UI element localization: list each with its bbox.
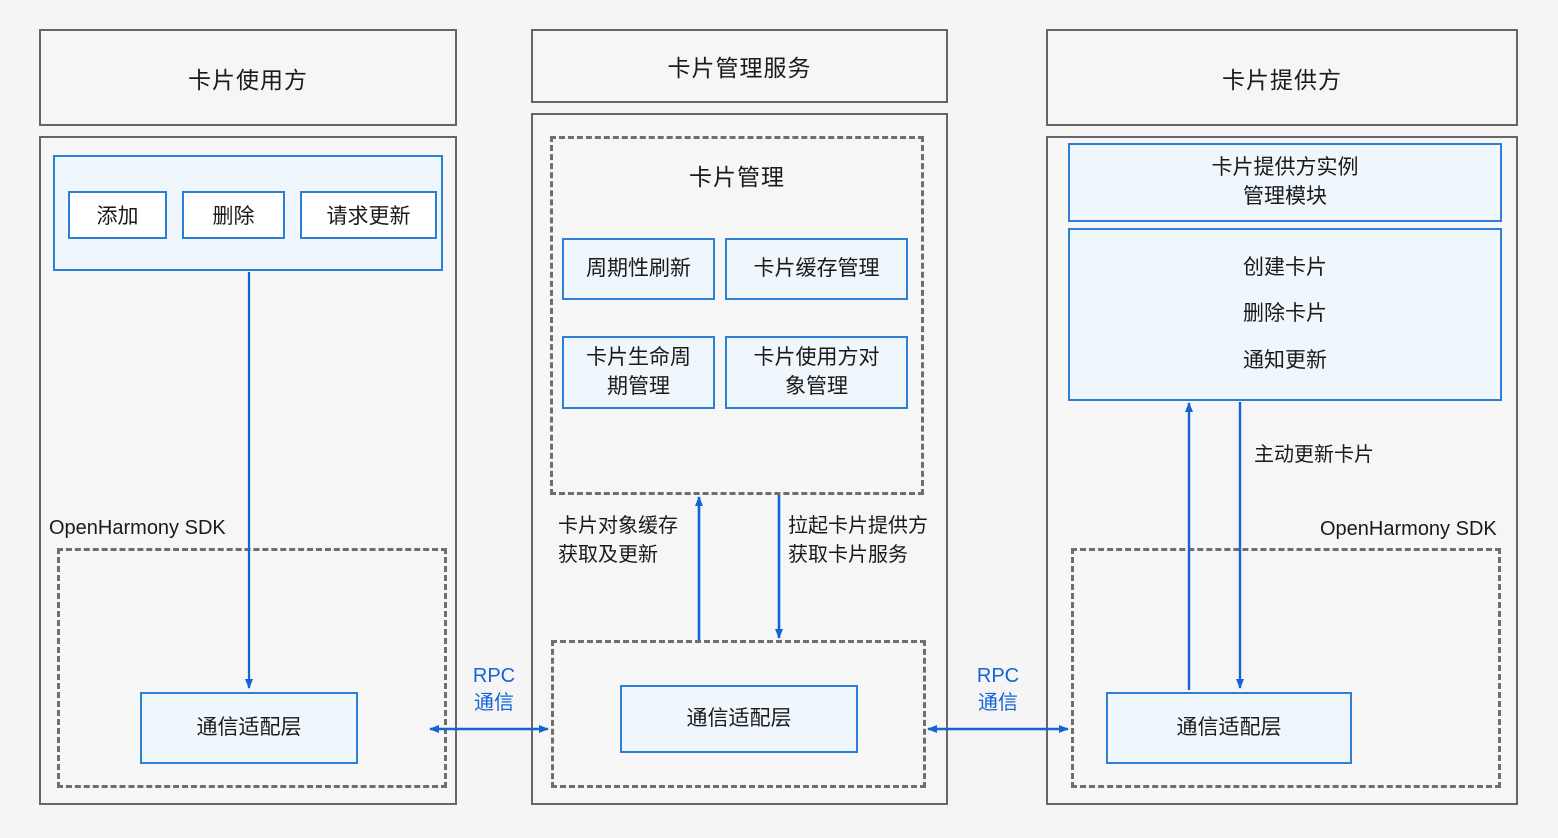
edge-label-active-update: 主动更新卡片 (1254, 444, 1374, 466)
cache-flow-line2: 获取及更新 (558, 544, 658, 566)
rpc-left-line2: 通信 (474, 692, 514, 714)
module-card-user-object-management: 卡片使用方对象管理 (725, 336, 908, 409)
cache-flow-line1: 卡片对象缓存 (558, 515, 678, 537)
provider-op-notify-update: 通知更新 (1243, 348, 1327, 372)
provider-flow-line1: 拉起卡片提供方 (788, 515, 928, 537)
manager-adapter-box: 通信适配层 (620, 685, 858, 753)
panel-card-user-title: 卡片使用方 (188, 66, 308, 93)
card-user-sdk-region (57, 548, 447, 788)
provider-instance-module-line2: 管理模块 (1243, 184, 1327, 208)
provider-instance-module-box: 卡片提供方实例 管理模块 (1068, 143, 1502, 222)
rpc-right-line1: RPC (976, 665, 1020, 687)
module-card-lifecycle-management: 卡片生命周期管理 (562, 336, 715, 409)
panel-manager-title: 卡片管理服务 (667, 55, 812, 81)
provider-op-delete-card: 删除卡片 (1243, 302, 1327, 326)
action-button-add[interactable]: 添加 (68, 191, 167, 239)
provider-op-create-card: 创建卡片 (1243, 255, 1327, 279)
panel-card-user-header (39, 29, 457, 126)
rpc-label-left: RPC 通信 (462, 663, 526, 717)
panel-provider-header (1046, 29, 1518, 126)
manager-adapter-region (551, 640, 926, 788)
edge-label-cache-flow: 卡片对象缓存获取及更新 (558, 512, 708, 570)
provider-instance-module-line1: 卡片提供方实例 (1211, 156, 1359, 180)
card-management-region (550, 136, 924, 495)
card-management-title: 卡片管理 (689, 164, 785, 190)
rpc-right-line2: 通信 (978, 692, 1018, 714)
action-button-request-update[interactable]: 请求更新 (300, 191, 437, 239)
provider-sdk-label: OpenHarmony SDK (1320, 518, 1497, 540)
provider-operations-box: 创建卡片 删除卡片 通知更新 (1068, 228, 1502, 401)
module-card-cache-management: 卡片缓存管理 (725, 238, 908, 300)
provider-sdk-region (1071, 548, 1501, 788)
action-button-delete[interactable]: 删除 (182, 191, 285, 239)
rpc-left-line1: RPC (472, 665, 516, 687)
panel-provider-title: 卡片提供方 (1222, 66, 1342, 93)
card-user-adapter-box: 通信适配层 (140, 692, 358, 764)
module-periodic-refresh: 周期性刷新 (562, 238, 715, 300)
provider-flow-line2: 获取卡片服务 (788, 544, 908, 566)
edge-label-provider-flow: 拉起卡片提供方获取卡片服务 (788, 512, 963, 570)
panel-manager-header (531, 29, 948, 103)
card-user-sdk-label: OpenHarmony SDK (49, 517, 226, 539)
provider-adapter-box: 通信适配层 (1106, 692, 1352, 764)
rpc-label-right: RPC 通信 (966, 663, 1030, 717)
